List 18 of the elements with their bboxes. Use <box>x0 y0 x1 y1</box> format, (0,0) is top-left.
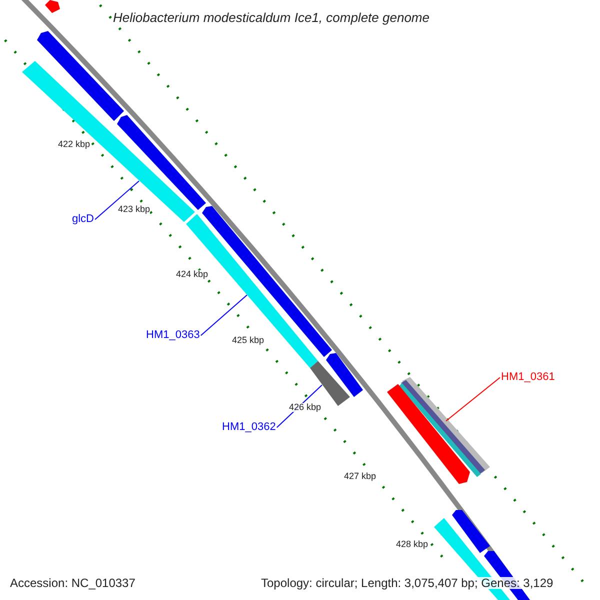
scale-label: 426 kbp <box>289 403 322 412</box>
gene-feature-group <box>387 377 490 484</box>
scale-label: 427 kbp <box>344 472 376 481</box>
title: Heliobacterium modesticaldum Ice1, complete genome <box>113 11 430 24</box>
scale-label: 422 kbp <box>58 140 90 149</box>
leader-line <box>94 180 140 220</box>
scale-label: 425 kbp <box>232 336 264 345</box>
gene-label: HM1_0361 <box>501 372 555 383</box>
leader-line <box>446 377 500 422</box>
scale-label: 423 kbp <box>118 205 150 214</box>
info-text: Accession: NC_010337 <box>10 577 136 589</box>
leader-line <box>200 294 248 336</box>
scale-label: 428 kbp <box>396 540 428 549</box>
info-text: Topology: circular; Length: 3,075,407 bp; Genes: 3,129 <box>261 577 554 589</box>
gene-label: glcD <box>72 214 94 225</box>
scale-label: 424 kbp <box>176 270 208 279</box>
gene-label: HM1_0362 <box>222 422 276 433</box>
gene-label: HM1_0363 <box>146 330 200 341</box>
